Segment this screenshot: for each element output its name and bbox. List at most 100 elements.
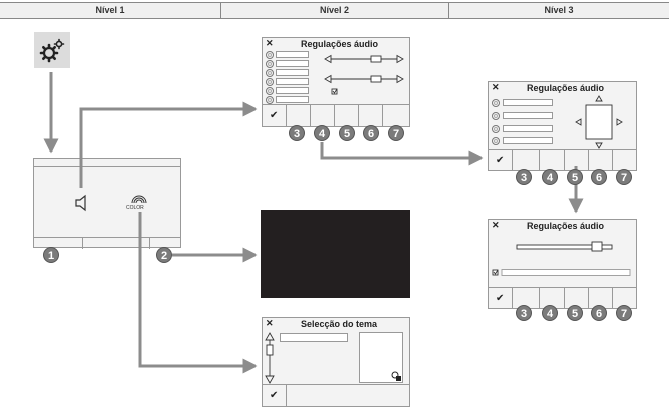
theme-selection-panel: ✕ Selecção do tema ✔	[262, 317, 410, 407]
main-tab-1[interactable]	[34, 238, 83, 249]
close-icon[interactable]: ✕	[492, 82, 500, 92]
tab-6[interactable]	[589, 150, 613, 171]
header-level-3: Nível 3	[544, 5, 574, 15]
slider-group[interactable]	[323, 54, 405, 96]
option-field[interactable]	[503, 125, 553, 132]
theme-preview[interactable]	[359, 332, 403, 383]
check-icon: ✔	[496, 155, 505, 166]
tab-3[interactable]	[287, 105, 311, 127]
header-level-2: Nível 2	[221, 3, 449, 18]
option-field[interactable]	[503, 112, 553, 119]
speaker-icon[interactable]	[74, 194, 90, 212]
bottom-tab-bar: ✔	[489, 149, 636, 171]
bottom-tab-bar: ✔	[263, 384, 409, 407]
theme-preview-icon	[391, 371, 401, 381]
main-tab-mid[interactable]	[83, 238, 150, 249]
option-radio[interactable]	[492, 99, 500, 107]
badge-4: 4	[542, 169, 558, 185]
tab-3[interactable]	[513, 150, 540, 171]
badge-3: 3	[516, 305, 532, 321]
badge-1: 1	[43, 247, 59, 263]
option-radio[interactable]	[266, 78, 274, 86]
audio-settings-panel-level3-balance: ✕ Regulações áudio ✔	[488, 81, 637, 171]
panel-title: Regulações áudio	[527, 221, 605, 231]
badge-7: 7	[616, 305, 632, 321]
option-field[interactable]	[503, 99, 553, 106]
gear-icon	[39, 38, 65, 63]
confirm-tab[interactable]: ✔	[489, 288, 513, 309]
color-arc-icon[interactable]	[130, 194, 148, 204]
settings-button[interactable]	[34, 32, 70, 68]
arrow-tab4-to-level3	[320, 142, 484, 166]
bottom-tab-bar: ✔	[263, 104, 409, 127]
arrow-color-to-theme	[138, 212, 258, 374]
panel-title: Selecção do tema	[301, 319, 378, 329]
option-radio[interactable]	[492, 125, 500, 133]
option-radio[interactable]	[266, 51, 274, 59]
badge-7: 7	[616, 169, 632, 185]
confirm-tab[interactable]: ✔	[489, 150, 513, 171]
option-field[interactable]	[276, 69, 309, 76]
option-toggle-row[interactable]	[492, 268, 637, 277]
bottom-tab-bar: ✔	[489, 287, 636, 309]
tab-5[interactable]	[565, 150, 589, 171]
close-icon[interactable]: ✕	[492, 220, 500, 230]
panel-title: Regulações áudio	[301, 39, 379, 49]
header-level-1: Nível 1	[0, 3, 221, 18]
badge-7: 7	[388, 125, 404, 141]
badge-6: 6	[363, 125, 379, 141]
black-screen	[261, 210, 410, 298]
confirm-tab[interactable]: ✔	[263, 385, 287, 407]
theme-name-field[interactable]	[280, 333, 348, 342]
option-radio[interactable]	[266, 60, 274, 68]
badge-5: 5	[339, 125, 355, 141]
check-icon: ✔	[270, 390, 279, 401]
panel-title: Regulações áudio	[527, 83, 605, 93]
badge-4: 4	[314, 125, 330, 141]
option-radio[interactable]	[266, 96, 274, 104]
badge-2: 2	[156, 247, 172, 263]
option-field[interactable]	[276, 60, 309, 67]
level-slider[interactable]	[516, 241, 616, 253]
tab-4[interactable]	[540, 150, 565, 171]
option-field[interactable]	[276, 51, 309, 58]
option-radio[interactable]	[266, 87, 274, 95]
badge-5: 5	[567, 169, 583, 185]
option-field[interactable]	[276, 87, 309, 94]
confirm-tab[interactable]: ✔	[263, 105, 287, 127]
theme-scrollbar[interactable]	[265, 332, 275, 384]
tab-4[interactable]	[311, 105, 335, 127]
main-screen-panel: COLOR	[33, 158, 181, 249]
check-icon: ✔	[496, 293, 505, 304]
close-icon[interactable]: ✕	[266, 38, 274, 48]
option-field[interactable]	[503, 137, 553, 144]
option-field[interactable]	[276, 78, 309, 85]
option-radio[interactable]	[492, 137, 500, 145]
main-bottom-bar	[34, 237, 180, 249]
audio-settings-panel-level2: ✕ Regulações áudio ✔	[262, 37, 410, 127]
badge-6: 6	[591, 169, 607, 185]
arrow-speaker-to-audio	[79, 101, 258, 188]
badge-3: 3	[516, 169, 532, 185]
option-radio[interactable]	[266, 69, 274, 77]
badge-3: 3	[289, 125, 305, 141]
tab-6[interactable]	[589, 288, 613, 309]
main-top-bar	[34, 166, 180, 167]
badge-5: 5	[567, 305, 583, 321]
tab-5[interactable]	[565, 288, 589, 309]
close-icon[interactable]: ✕	[266, 318, 274, 328]
color-label: COLOR	[126, 205, 144, 211]
audio-settings-panel-level3-slider: ✕ Regulações áudio ✔	[488, 219, 637, 309]
tab-3[interactable]	[513, 288, 540, 309]
tab-5[interactable]	[335, 105, 359, 127]
check-icon: ✔	[270, 110, 279, 121]
tab-6[interactable]	[359, 105, 383, 127]
option-field[interactable]	[276, 96, 309, 103]
badge-6: 6	[591, 305, 607, 321]
badge-4: 4	[542, 305, 558, 321]
option-radio[interactable]	[492, 112, 500, 120]
level-header: Nível 1 Nível 2 Nível 3	[0, 2, 669, 19]
tab-4[interactable]	[540, 288, 565, 309]
balance-pad[interactable]	[574, 95, 624, 149]
